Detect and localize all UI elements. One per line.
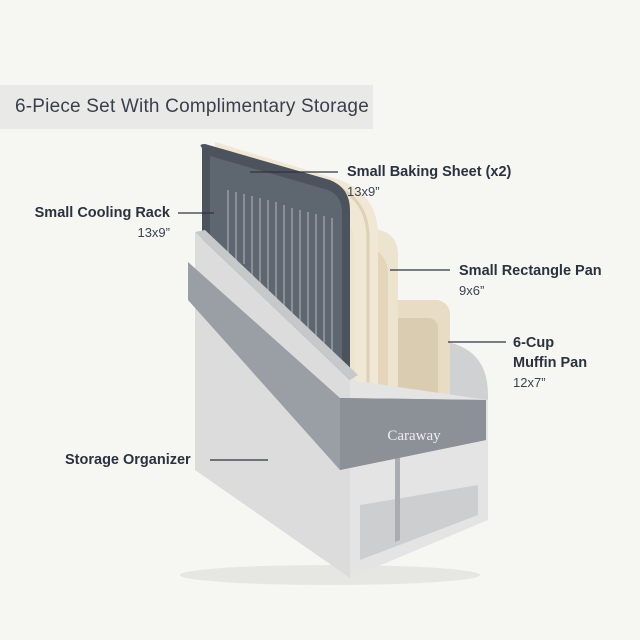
- callout-rectangle-pan: Small Rectangle Pan 9x6”: [459, 263, 602, 298]
- callout-cooling-rack: Small Cooling Rack 13x9”: [34, 205, 170, 240]
- callout-storage-organizer: Storage Organizer: [65, 452, 191, 468]
- banner-title: 6-Piece Set With Complimentary Storage: [15, 96, 369, 117]
- leader-lines: [178, 171, 506, 461]
- title-banner: 6-Piece Set With Complimentary Storage: [0, 85, 373, 129]
- callout-baking-sheet: Small Baking Sheet (x2) 13x9”: [347, 164, 512, 199]
- floor-shadow: [180, 565, 480, 585]
- callout-muffin-pan: 6-Cup Muffin Pan 12x7”: [513, 335, 588, 390]
- brand-logo: Caraway: [387, 428, 441, 444]
